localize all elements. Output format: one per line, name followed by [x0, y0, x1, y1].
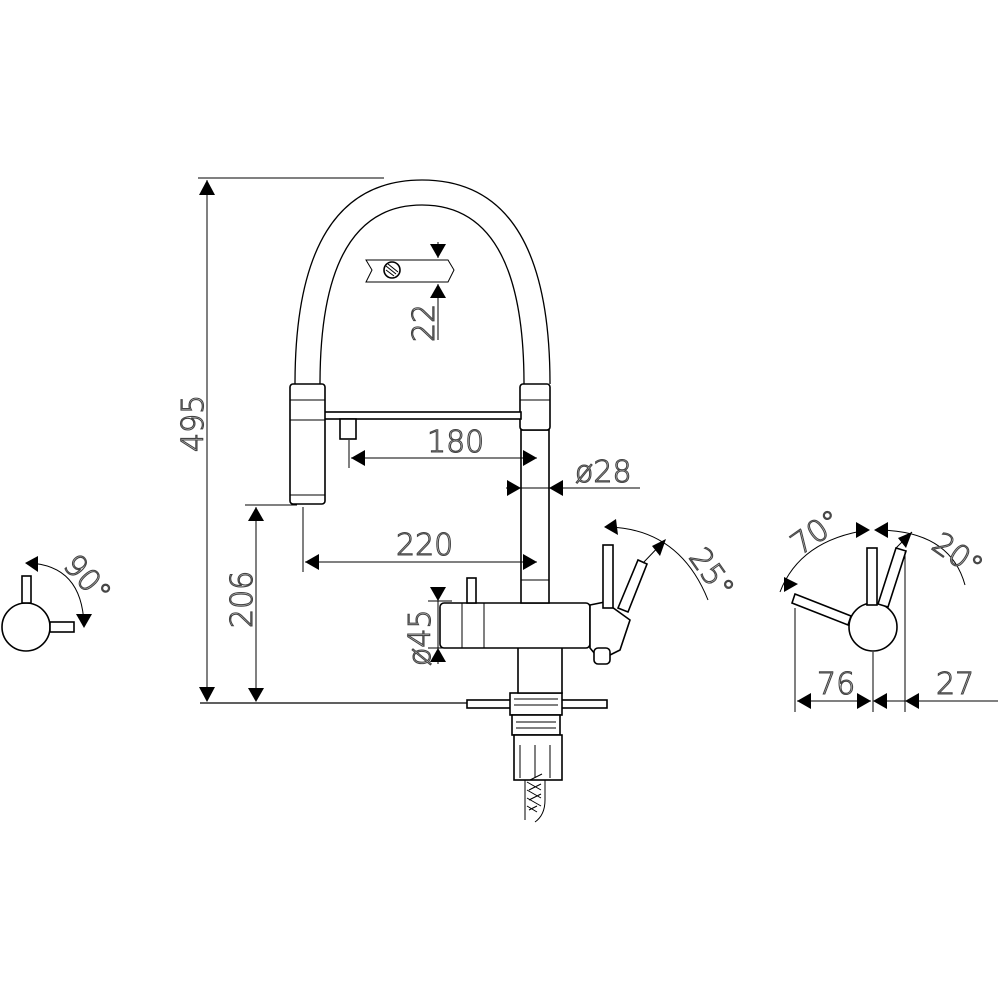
aerator-section: [365, 259, 455, 283]
arrow-45-top: [430, 587, 446, 601]
arrow-28-left: [507, 480, 521, 496]
arrow-27-left: [873, 693, 887, 709]
spout-sleeve: [519, 383, 551, 431]
handle-stem-right: [866, 547, 878, 606]
filter-nozzle: [466, 577, 477, 604]
dim-spray-reach: 180: [427, 425, 484, 460]
dim-body-diameter: ø45: [403, 609, 438, 666]
arrow-28-right: [549, 480, 563, 496]
handle-lever-70: [791, 592, 852, 627]
faucet-main-view: [200, 179, 649, 823]
handle-top-view-right: 70° 20° 76 27: [779, 503, 998, 712]
shank-top: [509, 692, 563, 716]
dim-lever-angle: 25°: [681, 542, 740, 606]
arrow-76-left: [797, 693, 811, 709]
arrow-180-left: [351, 450, 365, 466]
handle-stem-left: [21, 575, 32, 604]
arrow-495-bottom: [199, 687, 215, 702]
shank-nut: [511, 714, 561, 736]
supply-hose: [524, 780, 546, 823]
handle-lever-20: [876, 547, 908, 608]
lever-tilted: [616, 558, 649, 614]
holder-bar: [322, 411, 522, 420]
arrow-20-right: [898, 532, 912, 548]
arrow-220-right: [523, 554, 537, 570]
handle-circle-right: [848, 602, 898, 652]
arrow-27-right: [905, 693, 919, 709]
dimension-lines: 495 206 22 180 220 ø28: [175, 177, 741, 702]
spring-inner: [319, 204, 525, 385]
arrow-206-top: [248, 507, 264, 521]
dim-total-height: 495: [176, 395, 211, 452]
handle-lever-left: [49, 621, 75, 633]
dim-spout-diameter: ø28: [575, 455, 632, 490]
arrow-22-top: [430, 244, 446, 258]
arc-90: [27, 562, 85, 626]
arrow-25-top: [604, 519, 618, 535]
lever-hub: [593, 647, 611, 665]
shank-body: [513, 734, 563, 781]
arrow-206-bottom: [248, 688, 264, 702]
arrow-90-top: [25, 556, 38, 572]
dim-handle-angle-20: 20°: [925, 526, 989, 585]
arc-25: [609, 526, 709, 601]
arrow-70-right: [856, 522, 870, 538]
spray-head: [289, 383, 326, 505]
arrow-70-left: [784, 577, 798, 592]
arrow-220-left: [305, 554, 319, 570]
arrow-45-bottom: [430, 648, 446, 662]
dim-outlet-height: 206: [225, 571, 260, 628]
dim-handle-offset-27: 27: [936, 667, 974, 702]
handle-top-view-left: 90°: [1, 547, 118, 652]
arrow-180-right: [523, 450, 537, 466]
dim-handle-offset-76: 76: [817, 667, 855, 702]
arrow-25-right: [652, 539, 666, 556]
arc-20: [875, 529, 966, 586]
spring-outer: [294, 179, 551, 385]
handle-circle-left: [1, 602, 51, 652]
lever-vertical: [602, 544, 614, 609]
dim-handle-angle-70: 70°: [785, 503, 849, 562]
dim-aerator-spacing: 22: [407, 304, 442, 342]
arrow-76-right: [857, 693, 871, 709]
arrow-495-top: [199, 180, 215, 195]
dim-handle-angle-left: 90°: [56, 548, 118, 611]
arrow-22-bottom: [430, 284, 446, 298]
arrow-20-left: [874, 522, 888, 538]
holder-clip: [339, 418, 357, 440]
dim-reach: 220: [396, 528, 453, 563]
arrow-90-bottom: [76, 614, 92, 628]
